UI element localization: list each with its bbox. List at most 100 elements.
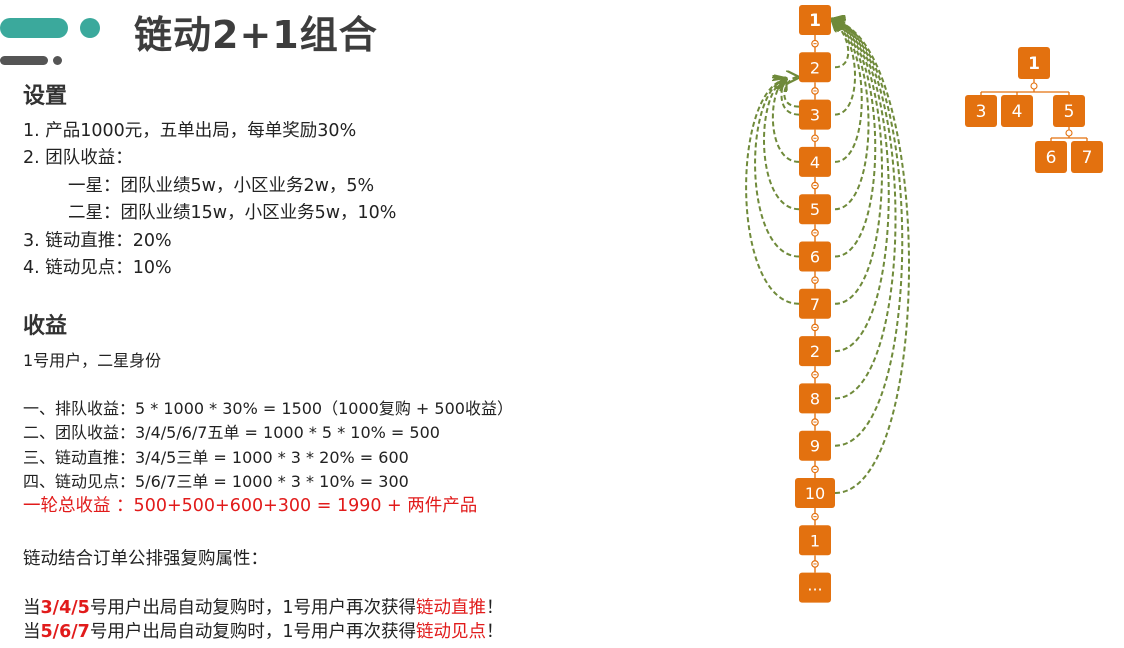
chain-node-label: 7 <box>810 295 820 314</box>
settings-line-6: 4. 链动见点：10% <box>23 258 172 278</box>
settings-line-4: 二星：团队业绩15w，小区业务5w，10% <box>68 203 397 223</box>
chain-node-label: 4 <box>810 153 820 172</box>
chain-node: 10 <box>795 478 835 508</box>
income-user: 1号用户，二星身份 <box>23 351 162 370</box>
tree-node-box <box>1018 47 1050 79</box>
tree-node-label: 7 <box>1082 148 1093 168</box>
tree-node-box <box>965 95 997 127</box>
note-2-suffix: ！ <box>485 622 504 642</box>
tree-level2-node: 4 <box>1001 95 1033 127</box>
header-decoration-gray-dot <box>53 56 62 65</box>
chain-arrow-to-node-1 <box>833 20 897 400</box>
tree-node-box <box>1001 95 1033 127</box>
settings-line-1: 1. 产品1000元，五单出局，每单奖励30% <box>23 121 357 141</box>
tree-node-box <box>1053 95 1085 127</box>
chain-node-box <box>799 430 831 461</box>
chain-node-label: 2 <box>810 58 820 77</box>
tree-node-box <box>1035 141 1067 173</box>
chain-node-box <box>799 5 831 35</box>
tree-connector-knob <box>1030 82 1038 90</box>
tree-level2-node: 3 <box>965 95 997 127</box>
chain-node: 9 <box>799 430 831 461</box>
chain-arrow-to-node-2 <box>783 77 799 108</box>
chain-nodes: 1 2 3 4 5 6 7 2 8 9 10 1... <box>795 5 835 603</box>
chain-arrow-to-node-1 <box>833 20 863 163</box>
tree-node-box <box>1071 141 1103 173</box>
note-2-middle: 号用户出局自动复购时，1号用户再次获得 <box>89 622 416 642</box>
chain-node-box <box>799 336 831 367</box>
chain-arrow-to-node-2 <box>754 79 800 258</box>
chain-arrow-to-node-1 <box>833 20 904 447</box>
chain-arrow-to-node-1 <box>833 20 870 211</box>
chain-node-label: 6 <box>810 248 820 267</box>
chain-node-label: 5 <box>810 200 820 219</box>
chain-node-box <box>799 288 831 319</box>
tree-connector-knob <box>1065 129 1073 137</box>
tree-root-node: 1 <box>1018 47 1050 79</box>
tree-nodes: 1 3 4 5 6 7 <box>965 47 1103 173</box>
chain-node: 5 <box>799 194 831 225</box>
tree-diagram: 1 3 4 5 6 7 <box>965 47 1103 173</box>
tree-level3-node: 7 <box>1071 141 1103 173</box>
chain-node-label: 1 <box>809 11 821 31</box>
repurchase-note-1: 当3/4/5号用户出局自动复购时，1号用户再次获得链动直推！ <box>23 594 503 619</box>
income-item-1: 一、排队收益：5 * 1000 * 30% = 1500（1000复购 + 50… <box>23 399 513 418</box>
chain-node-box <box>799 194 831 225</box>
note-1-highlight: 3/4/5 <box>40 598 90 618</box>
header-decoration-green-bar <box>0 18 68 38</box>
chain-node: 6 <box>799 241 831 272</box>
note-2-highlight: 5/6/7 <box>40 622 90 642</box>
chain-node-label: 1 <box>810 531 820 550</box>
chain-node: 2 <box>799 52 831 83</box>
chain-node-box <box>799 525 831 556</box>
chain-arrow-to-node-1 <box>833 20 883 305</box>
repurchase-note-2: 当5/6/7号用户出局自动复购时，1号用户再次获得链动见点！ <box>23 618 503 643</box>
chain-arrow-to-node-1 <box>833 20 890 353</box>
chain-connectors <box>811 35 819 573</box>
chain-node-label: 8 <box>810 389 820 408</box>
tree-node-label: 6 <box>1046 148 1057 168</box>
tree-connectors <box>980 79 1088 141</box>
chain-node: 8 <box>799 383 831 414</box>
chain-arrow-to-node-2 <box>745 79 800 305</box>
tree-node-label: 4 <box>1012 102 1023 122</box>
chain-node-label: 10 <box>805 484 825 503</box>
note-1-suffix: ！ <box>485 598 504 618</box>
chain-node-box <box>799 572 831 603</box>
chain-node-box <box>799 52 831 83</box>
chain-node: 3 <box>799 99 831 130</box>
income-item-4: 四、链动见点：5/6/7三单 = 1000 * 3 * 10% = 300 <box>23 472 409 491</box>
chain-node-box <box>799 241 831 272</box>
chain-node: 1 <box>799 525 831 556</box>
note-2-prefix: 当 <box>23 622 41 642</box>
chain-node: 1 <box>799 5 831 35</box>
chain-diagram: 1 2 3 4 5 6 7 2 8 9 10 1... <box>745 5 910 603</box>
settings-heading: 设置 <box>23 84 68 109</box>
chain-node-label: 2 <box>810 342 820 361</box>
income-heading: 收益 <box>23 314 68 339</box>
note-1-prefix: 当 <box>23 598 41 618</box>
repurchase-attr-title: 链动结合订单公排强复购属性： <box>23 549 268 569</box>
chain-node-label: 3 <box>810 106 820 125</box>
note-1-middle: 号用户出局自动复购时，1号用户再次获得 <box>89 598 416 618</box>
tree-level2-node: 5 <box>1053 95 1085 127</box>
chain-node: 2 <box>799 336 831 367</box>
tree-node-label: 1 <box>1028 54 1040 74</box>
chain-node-label: 9 <box>810 437 820 456</box>
chain-node-box <box>799 99 831 130</box>
chain-node: 7 <box>799 288 831 319</box>
income-item-3: 三、链动直推：3/4/5三单 = 1000 * 3 * 20% = 600 <box>23 448 409 467</box>
tree-node-label: 3 <box>976 102 987 122</box>
chain-node: ... <box>799 572 831 603</box>
chain-arrow-to-node-2 <box>773 79 800 163</box>
chain-node-label: ... <box>807 576 822 595</box>
chain-arrows <box>745 20 910 494</box>
page-title: 链动2+1组合 <box>134 13 378 57</box>
chain-arrow-to-node-1 <box>833 20 910 494</box>
tree-node-label: 5 <box>1064 102 1075 122</box>
income-item-2: 二、团队收益：3/4/5/6/7五单 = 1000 * 5 * 10% = 50… <box>23 423 440 442</box>
note-1-link: 链动直推 <box>415 598 486 618</box>
chain-node-box <box>795 478 835 508</box>
settings-line-3: 一星：团队业绩5w，小区业务2w，5% <box>68 176 375 196</box>
income-total: 一轮总收益 ：500+500+600+300 = 1990 + 两件产品 <box>23 496 478 516</box>
